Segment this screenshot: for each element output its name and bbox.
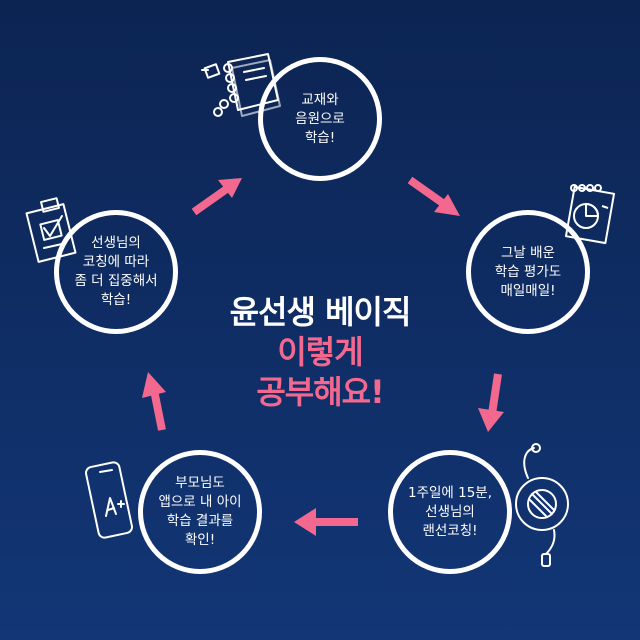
arrow-right-down-icon [407, 176, 460, 216]
step-circle-parent-app: 부모님도 앱으로 내 아이 학습 결과를 확인! [138, 450, 262, 574]
center-title: 윤선생 베이직 이렇게 공부해요! [170, 292, 470, 412]
step-text-line: 선생님의 [91, 235, 141, 251]
step-text-line: 음원으로 [295, 110, 345, 127]
arrow-left-icon [294, 508, 358, 536]
step-circle-teacher-coaching: 선생님의 코칭에 따라 좀 더 집중해서 학습! [54, 210, 178, 334]
step-circle-textbook: 교재와 음원으로 학습! [258, 57, 382, 181]
step-text-line: 학습 결과를 [166, 513, 234, 529]
arrow-right-up-icon [191, 178, 242, 216]
step-text-line: 학습! [100, 292, 132, 308]
step-text-line: 교재와 [301, 91, 339, 108]
step-text-line: 좀 더 집중해서 [74, 273, 158, 289]
smartphone-icon [85, 461, 133, 539]
headset-icon [515, 443, 569, 567]
step-circle-online-coaching: 1주일에 15분, 선생님의 랜선코칭! [388, 450, 512, 574]
step-text-line: 선생님의 [425, 503, 475, 520]
step-text-line: 앱으로 내 아이 [158, 494, 242, 510]
notebook-icon [201, 53, 281, 117]
step-circle-daily-test: 그날 배운 학습 평가도 매일매일! [466, 210, 590, 334]
step-text-line: 랜선코칭! [422, 522, 478, 539]
report-chart-icon [564, 184, 616, 245]
step-text-line: 그날 배운 [501, 244, 555, 261]
arrow-down-icon [478, 373, 504, 432]
step-text-line: 학습! [304, 129, 336, 146]
step-text-line: 매일매일! [500, 282, 556, 299]
center-title-line1: 윤선생 베이직 [229, 293, 412, 331]
center-title-line3: 공부해요! [256, 373, 384, 411]
step-text-line: 코칭에 따라 [82, 254, 150, 270]
step-text-line: 1주일에 15분, [407, 484, 493, 501]
clipboard-check-icon [25, 197, 77, 263]
step-text-line: 부모님도 [175, 475, 225, 491]
step-text-line: 학습 평가도 [494, 263, 562, 280]
step-text-line: 확인! [184, 532, 216, 548]
arrow-up-icon [142, 372, 166, 431]
center-title-line2: 이렇게 [277, 333, 363, 371]
